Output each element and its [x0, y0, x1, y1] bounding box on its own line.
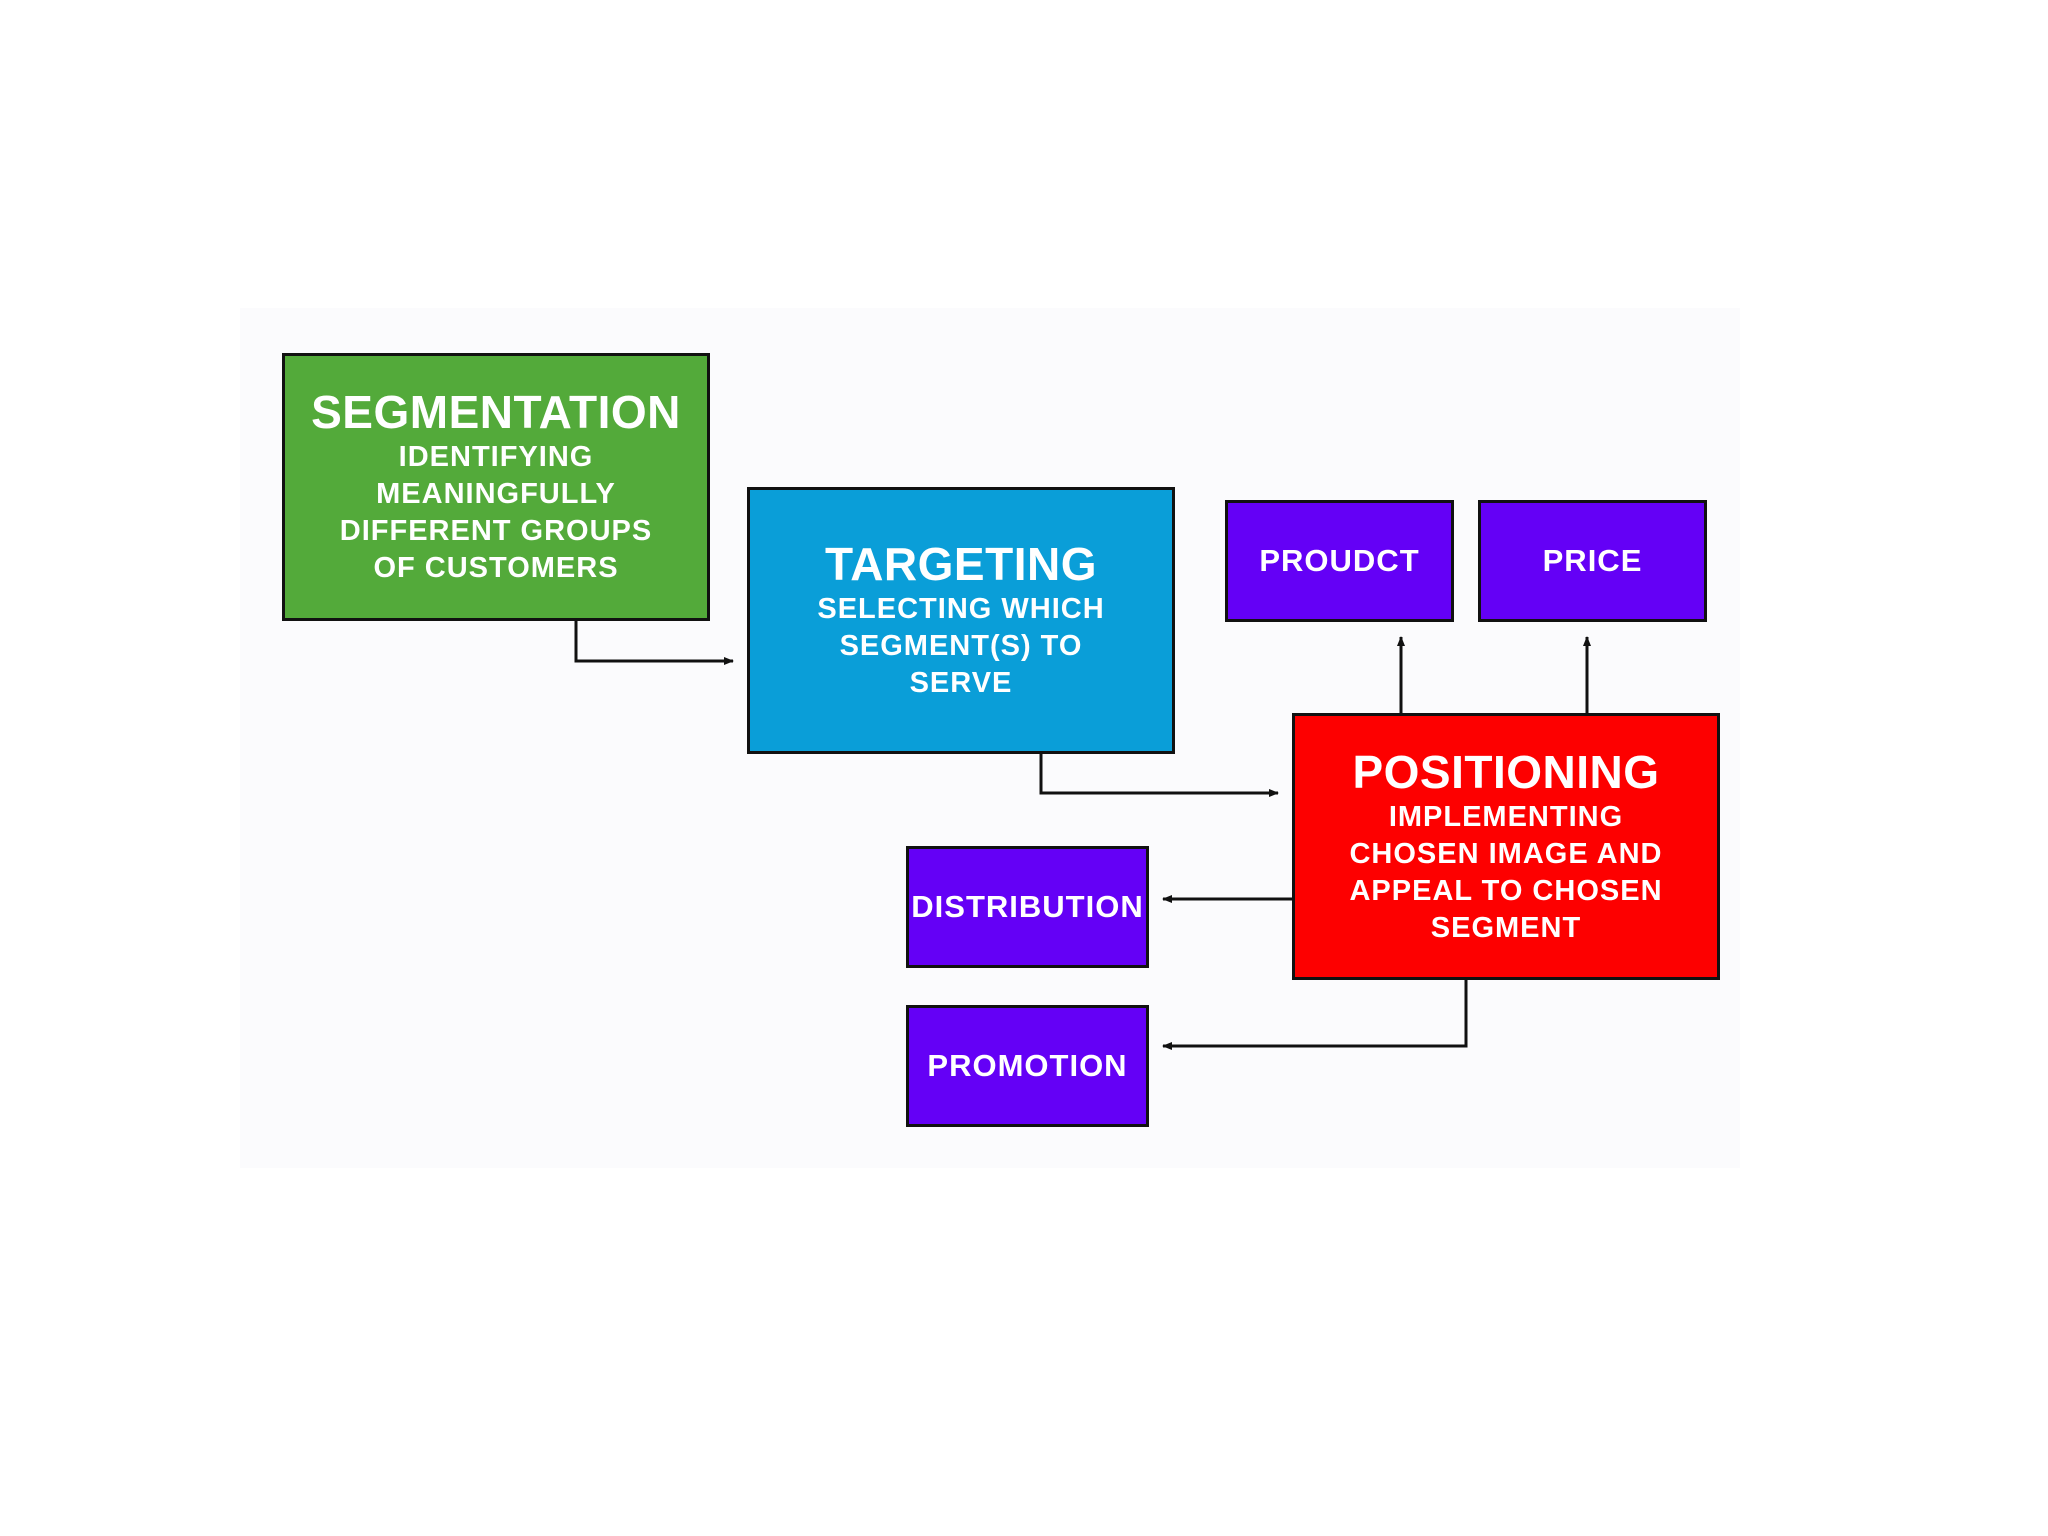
positioning-description: IMPLEMENTING CHOSEN IMAGE AND APPEAL TO …	[1349, 799, 1662, 947]
positioning-line-4: SEGMENT	[1430, 911, 1582, 944]
product-label: PROUDCT	[1259, 543, 1420, 578]
positioning-box: POSITIONING IMPLEMENTING CHOSEN IMAGE AN…	[1292, 713, 1720, 980]
segmentation-box: SEGMENTATION IDENTIFYING MEANINGFULLY DI…	[282, 353, 710, 621]
targeting-description: SELECTING WHICH SEGMENT(S) TO SERVE	[817, 591, 1104, 702]
positioning-line-2: CHOSEN IMAGE AND	[1349, 837, 1663, 870]
product-box: PROUDCT	[1225, 500, 1454, 622]
segmentation-description: IDENTIFYING MEANINGFULLY DIFFERENT GROUP…	[340, 439, 652, 587]
distribution-box: DISTRIBUTION	[906, 846, 1149, 968]
price-label: PRICE	[1542, 543, 1643, 578]
distribution-label: DISTRIBUTION	[911, 889, 1144, 924]
targeting-title: TARGETING	[825, 538, 1097, 590]
promotion-label: PROMOTION	[927, 1048, 1128, 1083]
targeting-line-2: SEGMENT(S) TO	[839, 630, 1083, 662]
positioning-title: POSITIONING	[1352, 745, 1660, 798]
promotion-box: PROMOTION	[906, 1005, 1149, 1127]
price-box: PRICE	[1478, 500, 1707, 622]
targeting-line-3: SERVE	[909, 667, 1013, 699]
segmentation-line-3: DIFFERENT GROUPS	[339, 515, 653, 547]
segmentation-title: SEGMENTATION	[311, 386, 681, 438]
positioning-line-3: APPEAL TO CHOSEN	[1349, 874, 1663, 907]
segmentation-line-1: IDENTIFYING	[398, 441, 594, 473]
segmentation-line-4: OF CUSTOMERS	[373, 552, 619, 584]
targeting-line-1: SELECTING WHICH	[817, 593, 1105, 625]
positioning-line-1: IMPLEMENTING	[1388, 800, 1624, 833]
targeting-box: TARGETING SELECTING WHICH SEGMENT(S) TO …	[747, 487, 1175, 754]
segmentation-line-2: MEANINGFULLY	[376, 478, 616, 510]
